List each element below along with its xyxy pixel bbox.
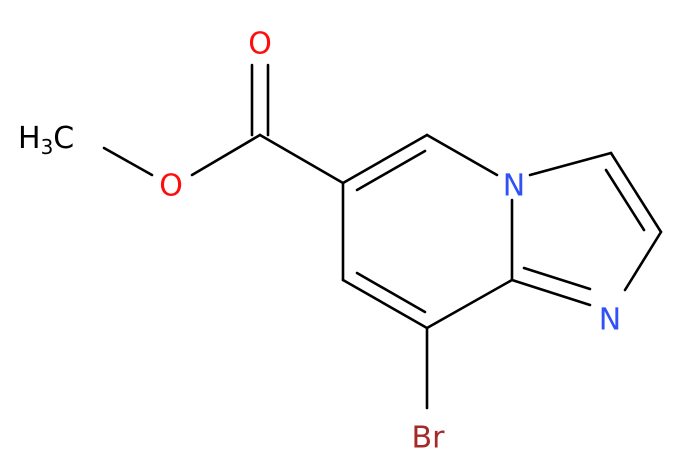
bond-c6-c5-inner xyxy=(355,149,427,192)
bridgehead-nitrogen-label: N xyxy=(503,169,525,204)
methyl-label: H3C xyxy=(18,121,74,160)
ester-oxygen-label: O xyxy=(159,169,183,204)
bond-c2-n1 xyxy=(623,230,663,292)
imidazole-nitrogen-label: N xyxy=(599,303,621,338)
bond-n1-c8a-inner xyxy=(522,266,592,291)
bond-c6-c5 xyxy=(341,133,429,185)
bond-n4-c3 xyxy=(528,151,613,177)
bonds xyxy=(102,63,663,410)
bond-carbonyl-carbon-c6 xyxy=(258,133,345,185)
bond-ester-oxygen-carbonyl-carbon xyxy=(190,133,262,177)
bond-n1-c8a xyxy=(510,278,592,307)
bond-c8-c7 xyxy=(341,278,429,330)
bond-c8-c7-inner xyxy=(355,271,427,314)
bromine-label: Br xyxy=(412,421,446,456)
bond-c3-c2 xyxy=(609,151,663,234)
bond-c8a-c8 xyxy=(425,278,514,330)
atom-labels: H3C O O N N Br xyxy=(18,27,621,456)
bond-methyl-ester-oxygen xyxy=(102,146,154,177)
bond-c5-n4 xyxy=(425,133,499,177)
carbonyl-oxygen-label: O xyxy=(248,27,272,62)
bond-c3-c2-inner xyxy=(604,168,646,232)
